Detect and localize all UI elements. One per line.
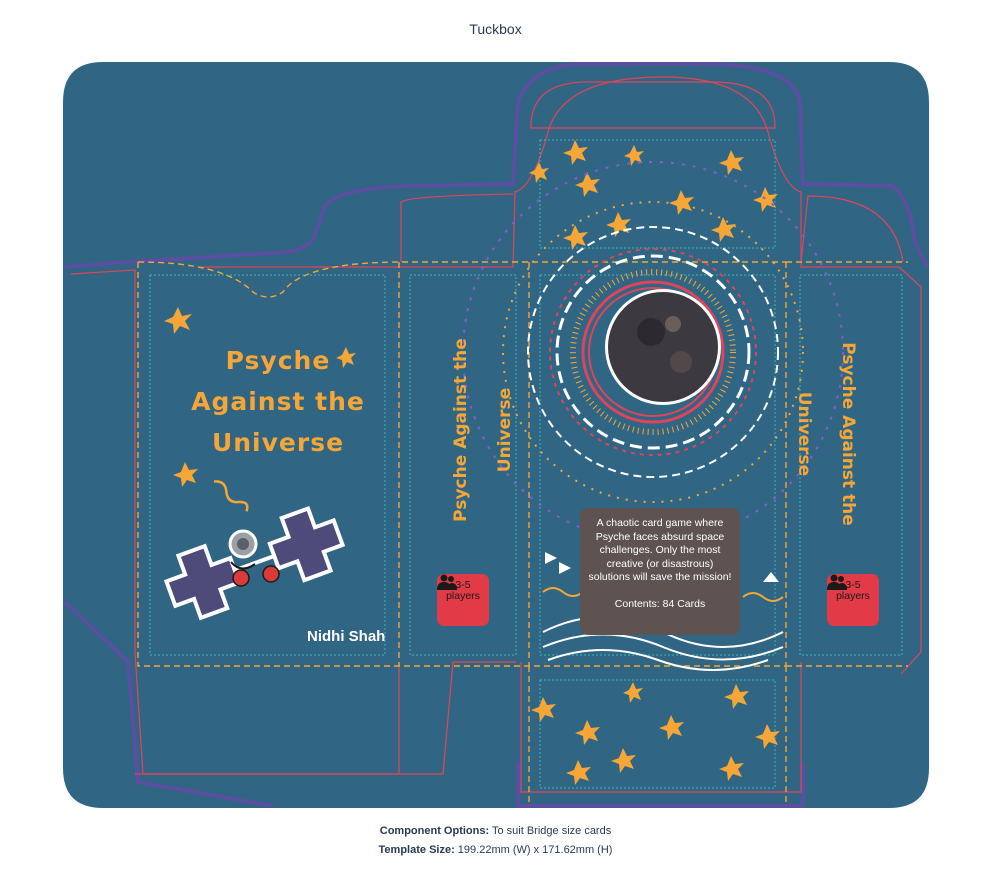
back-panel-artwork xyxy=(462,161,844,671)
star-icon xyxy=(575,172,600,197)
card-contents: Contents: 84 Cards xyxy=(614,597,706,610)
description-box: A chaotic card game where Psyche faces a… xyxy=(580,508,740,635)
game-description: A chaotic card game where Psyche faces a… xyxy=(588,517,732,583)
page-title: Tuckbox xyxy=(469,21,522,37)
component-options: Component Options: To suit Bridge size c… xyxy=(0,825,991,837)
star-icon xyxy=(531,697,556,722)
star-icon xyxy=(724,684,749,709)
star-icon xyxy=(611,748,636,773)
author-name: Nidhi Shah xyxy=(307,628,386,645)
star-icon xyxy=(623,682,643,703)
spine-right-title: Psyche Against the Universe xyxy=(794,318,881,550)
star-icon xyxy=(566,760,591,785)
star-icon xyxy=(575,720,600,745)
tuckbox-template: Psyche Against the Universe Nidhi Shah P… xyxy=(63,62,929,808)
star-icon xyxy=(336,347,356,368)
template-size-value: 199.22mm (W) x 171.62mm (H) xyxy=(454,844,613,856)
template-size: Template Size: 199.22mm (W) x 171.62mm (… xyxy=(0,844,991,856)
spine-title-line: Universe xyxy=(794,391,814,477)
spine-title-line: Psyche Against the xyxy=(838,342,858,526)
star-icon xyxy=(719,756,744,781)
template-size-label: Template Size: xyxy=(378,844,455,856)
star-icon xyxy=(755,724,780,749)
component-options-value: To suit Bridge size cards xyxy=(489,825,612,837)
star-decorations xyxy=(164,140,780,785)
spine-left-title: Psyche Against the Universe xyxy=(428,314,515,546)
star-icon xyxy=(529,162,549,183)
star-icon xyxy=(711,217,736,242)
star-icon xyxy=(624,145,644,166)
player-label: players xyxy=(836,590,870,602)
player-count: 3-5 xyxy=(845,579,861,591)
player-count: 3-5 xyxy=(455,579,471,591)
player-label: players xyxy=(446,590,480,602)
star-icon xyxy=(563,225,588,250)
front-title: Psyche Against the Universe xyxy=(163,340,393,463)
front-title-line: Psyche xyxy=(225,346,331,375)
front-title-line: Universe xyxy=(211,428,345,457)
star-icon xyxy=(164,307,192,334)
star-icon xyxy=(563,140,588,165)
component-options-label: Component Options: xyxy=(379,825,490,837)
players-badge-left: 3-5 players xyxy=(437,574,489,626)
spine-title-line: Universe xyxy=(495,387,515,473)
players-badge-right: 3-5 players xyxy=(827,574,879,626)
star-icon xyxy=(719,150,744,175)
star-icon xyxy=(669,190,694,215)
star-icon xyxy=(173,462,198,487)
spine-title-line: Psyche Against the xyxy=(451,338,471,522)
satellite-illustration xyxy=(163,480,346,621)
star-icon xyxy=(659,715,684,740)
front-title-line: Against the xyxy=(191,387,365,416)
star-icon xyxy=(753,187,778,212)
